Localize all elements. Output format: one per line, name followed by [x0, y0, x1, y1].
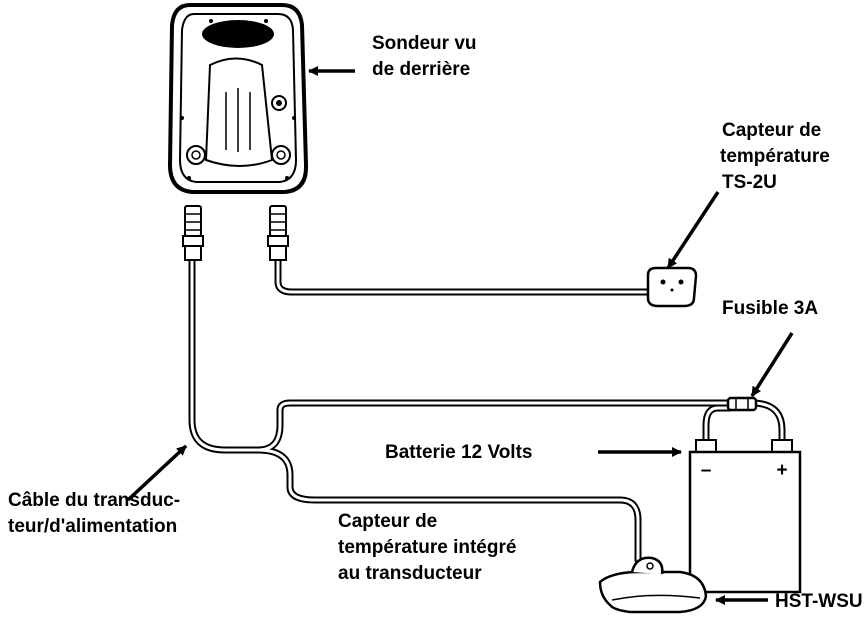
label-battery: Batterie 12 Volts	[385, 442, 532, 463]
arrows	[126, 66, 794, 605]
label-integrated-line1: Capteur de	[338, 511, 437, 532]
connector-left	[182, 205, 204, 261]
transducer-hst-wsu	[598, 556, 708, 614]
label-fuse: Fusible 3A	[722, 298, 818, 319]
label-cable-line2: teur/d'alimentation	[8, 516, 177, 537]
label-temp-sensor-line2: température	[720, 146, 830, 167]
arrow-fuse	[750, 332, 794, 397]
label-integrated-line3: au transducteur	[338, 563, 482, 584]
arrow-temp-sensor	[666, 191, 720, 269]
label-sonar-line2: de derrière	[372, 59, 470, 80]
label-transducer: HST-WSU	[775, 591, 863, 612]
connector-right	[267, 205, 289, 261]
label-temp-sensor-line1: Capteur de	[722, 120, 821, 141]
battery-minus-label: –	[701, 460, 712, 481]
sonar-unit	[167, 2, 309, 194]
battery: – +	[688, 439, 802, 594]
temp-sensor-ts2u	[646, 266, 698, 308]
battery-plus-label: +	[776, 460, 787, 481]
arrow-cable	[126, 444, 188, 502]
label-sonar-line1: Sondeur vu	[372, 33, 477, 54]
cable-main-trunk	[188, 254, 262, 454]
cables	[188, 254, 786, 564]
label-integrated-line2: température intégré	[338, 537, 516, 558]
fuse-3a	[726, 396, 758, 412]
label-temp-sensor-line3: TS-2U	[722, 172, 777, 193]
cable-temp-sensor	[274, 254, 652, 296]
label-cable-line1: Câble du transduc-	[8, 490, 180, 511]
